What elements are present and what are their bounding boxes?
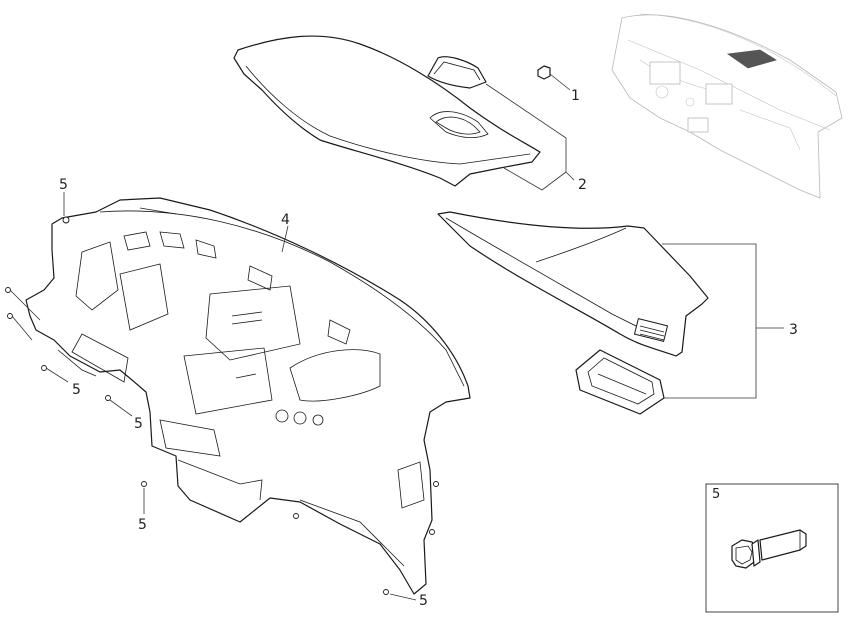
clip-part-1 xyxy=(537,65,551,80)
bolt-top-left xyxy=(62,216,70,224)
leader-5-bottom-center xyxy=(389,593,417,601)
callout-2: 2 xyxy=(578,177,587,193)
leader-2a xyxy=(485,83,575,181)
bolt-left-4 xyxy=(105,395,111,401)
leader-3 xyxy=(662,243,784,399)
bolt-right-1 xyxy=(433,481,439,487)
dashboard-frame xyxy=(25,197,471,595)
bolt-detail-inset: 5 xyxy=(705,483,839,613)
speaker-cover xyxy=(427,56,487,89)
bolt-left-1 xyxy=(5,287,11,293)
air-vent-housing xyxy=(575,349,665,415)
leader-5-left-mid xyxy=(9,289,69,383)
reference-highlight-panel xyxy=(726,49,777,69)
callout-5-bottom-center: 5 xyxy=(419,593,428,609)
reference-view-dashboard xyxy=(611,13,843,199)
side-trim-panel xyxy=(437,211,709,357)
leader-4 xyxy=(281,225,289,253)
callout-5-top-left: 5 xyxy=(59,177,68,193)
bolt-left-2 xyxy=(7,313,13,319)
bolt-bottom-left xyxy=(141,481,147,487)
bolt-left-3 xyxy=(41,365,47,371)
upper-cover-panel xyxy=(233,35,541,187)
inset-label: 5 xyxy=(712,487,720,502)
callout-5-left-low: 5 xyxy=(134,416,143,432)
bolt-right-2 xyxy=(429,529,435,535)
bolt-bottom-center xyxy=(383,589,389,595)
callout-1: 1 xyxy=(571,88,580,104)
leader-5-left-low xyxy=(109,399,133,417)
callout-5-left-mid: 5 xyxy=(72,382,81,398)
callout-5-bottom-left: 5 xyxy=(138,517,147,533)
bolt-icon xyxy=(731,529,807,569)
leader-2b xyxy=(503,167,567,191)
callout-3: 3 xyxy=(789,322,798,338)
callout-4: 4 xyxy=(281,212,290,228)
bolt-center xyxy=(293,513,299,519)
leader-1 xyxy=(549,73,571,91)
